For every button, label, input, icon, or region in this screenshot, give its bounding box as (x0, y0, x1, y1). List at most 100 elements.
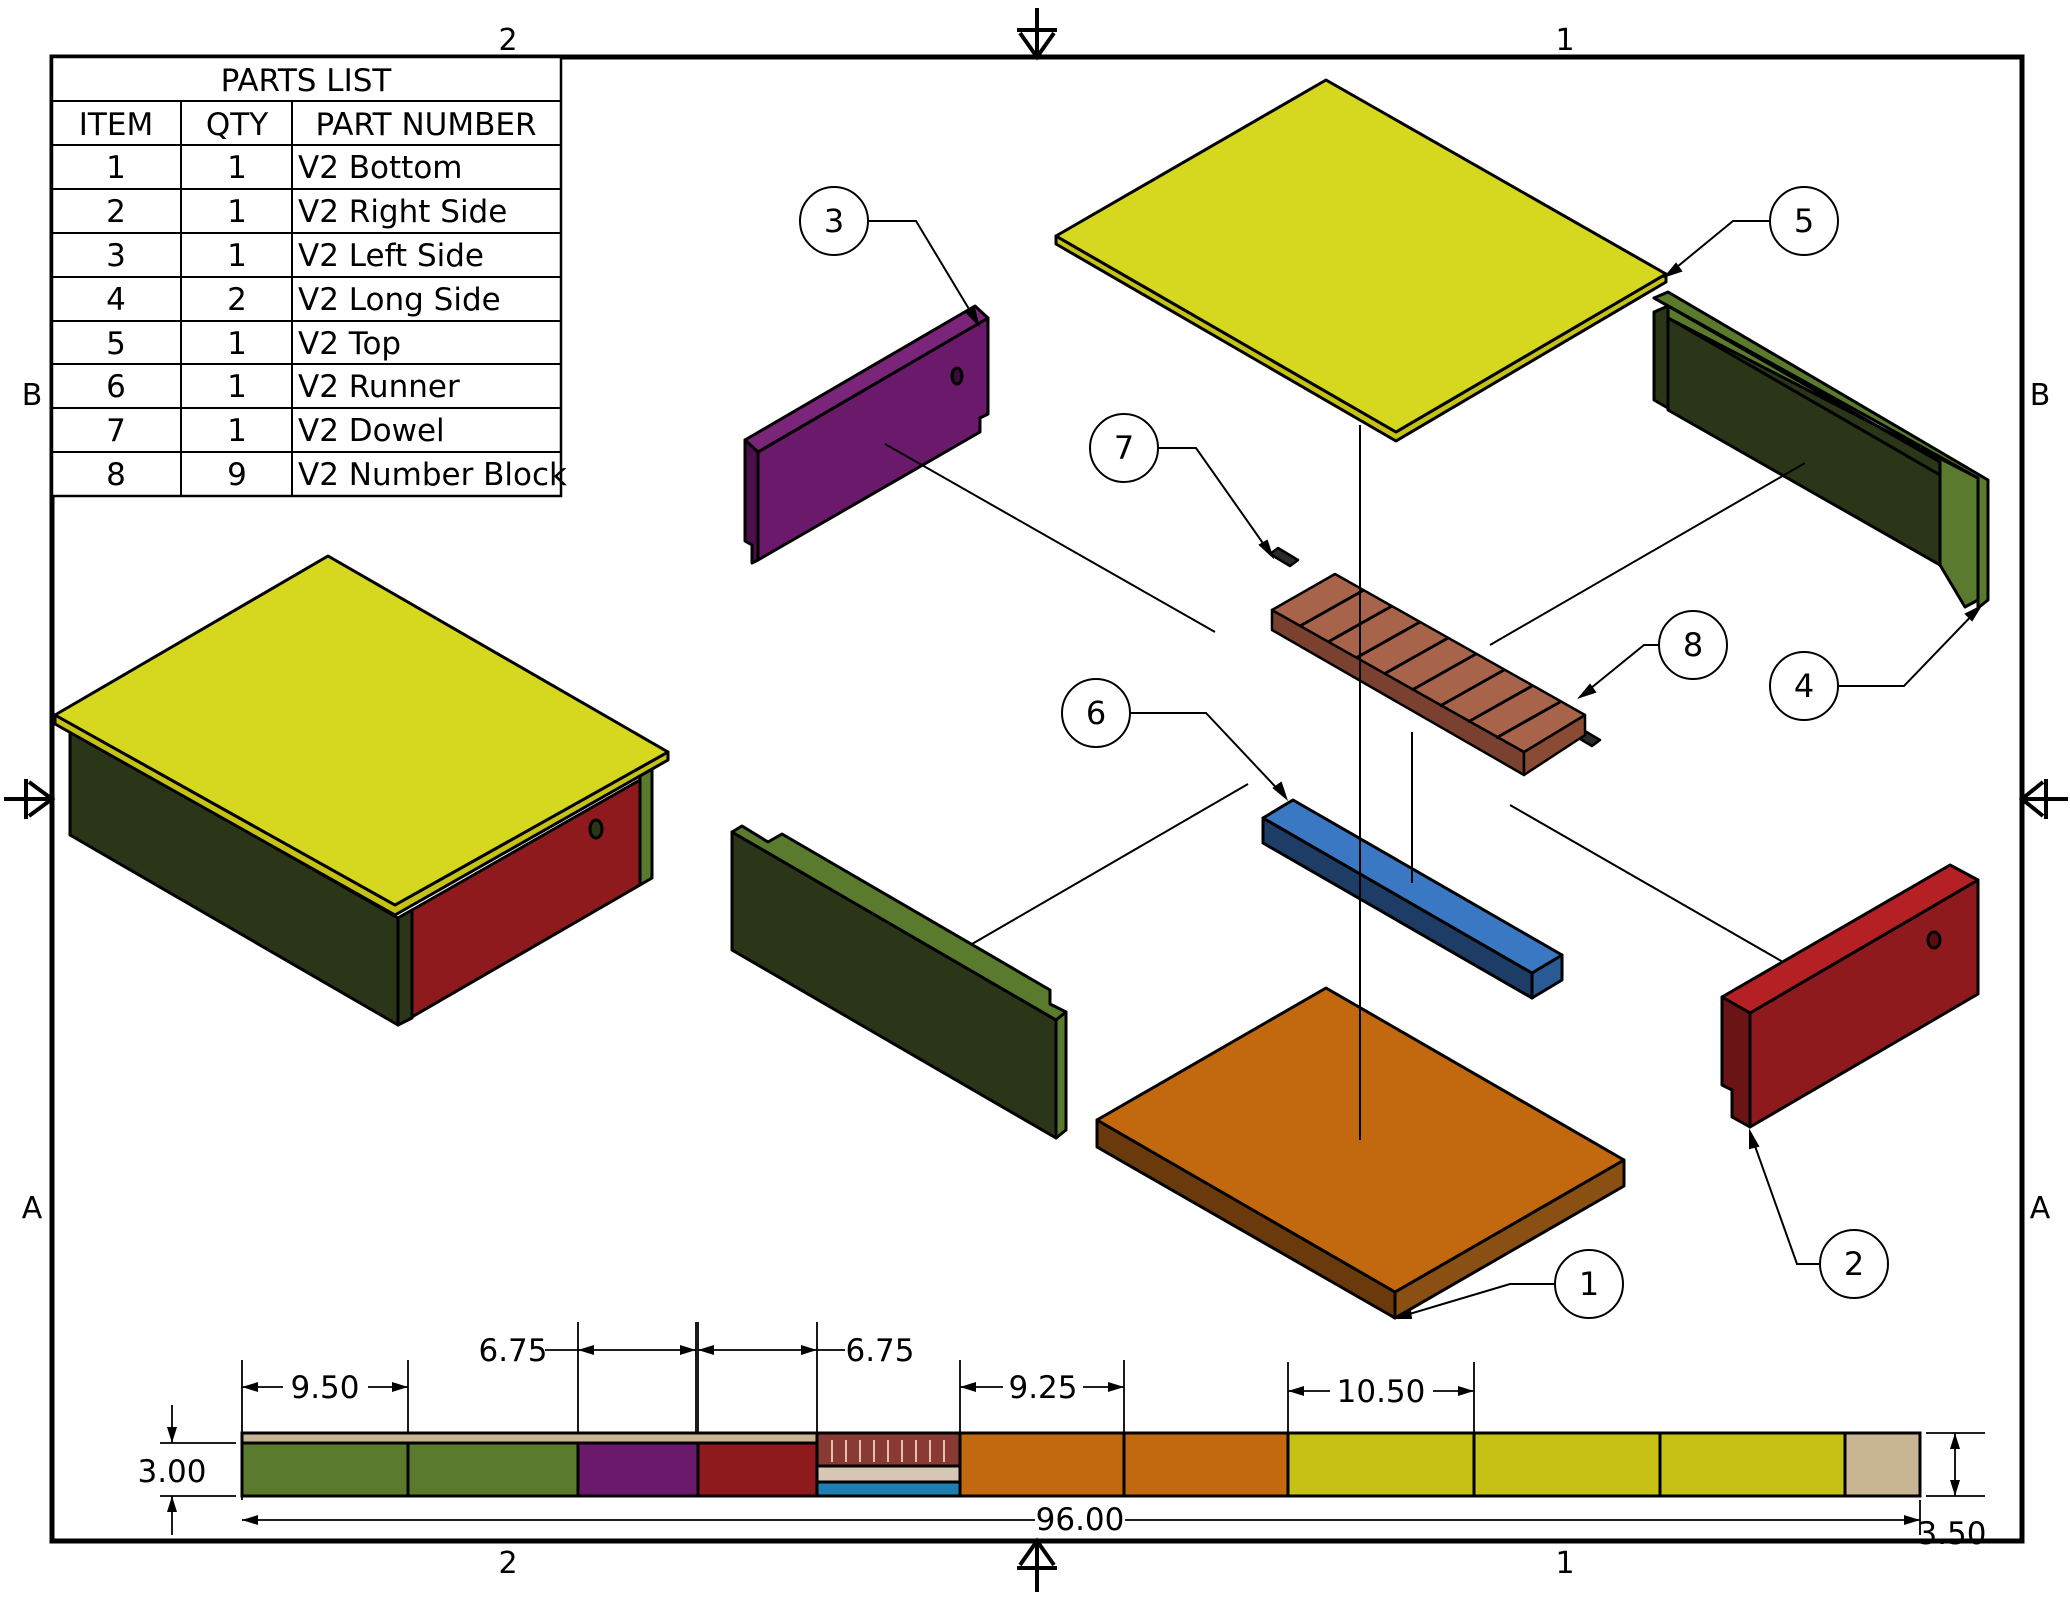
cut-long-side-1 (240, 1441, 410, 1498)
drawing-frame: 2 1 2 1 B A B A (4, 8, 2068, 1592)
dim-label-6-75-right: 6.75 (845, 1333, 914, 1369)
leader-6 (1130, 712, 1287, 799)
header-part-number: PART NUMBER (315, 107, 536, 143)
right-side-end (1720, 995, 1752, 1129)
zone-label-top-left: 2 (498, 23, 517, 58)
zone-label-right-lower: A (2030, 1191, 2051, 1226)
dim-label-9-25: 9.25 (1008, 1370, 1077, 1406)
balloon-7: 7 (1114, 429, 1134, 467)
left-side-dowel-hole (950, 366, 964, 386)
dim-label-overall-length: 96.00 (1036, 1502, 1125, 1538)
assembled-box-view (53, 554, 670, 1027)
assembled-end-edge (638, 763, 654, 887)
number-block-cuts (831, 1440, 945, 1462)
runner-side (1261, 816, 1534, 1000)
part-right-side (1720, 863, 1980, 1129)
table-row: 3 1 V2 Left Side (106, 238, 484, 274)
row-item: 3 (106, 238, 126, 274)
header-qty: QTY (206, 107, 268, 143)
cut-spacer (815, 1464, 962, 1484)
row-qty: 1 (227, 369, 247, 405)
table-grid (52, 100, 561, 496)
balloon-6-circle (1061, 678, 1131, 748)
cut-right-side (696, 1441, 819, 1498)
part-long-side-lower (730, 824, 1068, 1140)
zone-label-right-upper: B (2030, 378, 2051, 413)
row-part: V2 Right Side (298, 194, 507, 230)
cut-bottom-1 (958, 1431, 1126, 1498)
zone-label-top-right: 1 (1555, 23, 1574, 58)
balloon-2-circle (1819, 1229, 1889, 1299)
cut-left-side (576, 1441, 700, 1498)
row-item: 4 (106, 282, 126, 318)
row-qty: 1 (227, 413, 247, 449)
zone-label-left-upper: B (22, 378, 43, 413)
row-item: 8 (106, 457, 126, 493)
top-face (1054, 78, 1668, 434)
part-long-side-upper (1652, 290, 1990, 610)
dim-label-9-50: 9.50 (290, 1370, 359, 1406)
explode-trail-lines (884, 425, 1806, 1140)
balloon-1-circle (1554, 1249, 1624, 1319)
dimension-labels: 9.50 6.75 6.75 9.25 10.50 96.00 3.00 3.5… (137, 1333, 1986, 1552)
cut-top-2 (1472, 1431, 1662, 1498)
balloon-4: 4 (1794, 667, 1814, 705)
centering-mark-top (1017, 8, 1057, 61)
dim-label-6-75-left: 6.75 (478, 1333, 547, 1369)
balloon-2: 2 (1844, 1245, 1864, 1283)
row-qty: 2 (227, 282, 247, 318)
leader-7 (1158, 447, 1273, 557)
table-row: 8 9 V2 Number Block (106, 457, 567, 493)
row-part: V2 Bottom (298, 150, 463, 186)
leader-2 (1749, 1131, 1820, 1265)
row-item: 7 (106, 413, 126, 449)
balloon-7-circle (1089, 413, 1159, 483)
part-number-block-assembly (1268, 546, 1602, 777)
row-part: V2 Runner (298, 369, 460, 405)
balloon-3: 3 (824, 202, 844, 240)
table-row: 1 1 V2 Bottom (106, 150, 462, 186)
leader-8 (1579, 644, 1659, 698)
centering-mark-left (4, 779, 56, 819)
balloon-labels: 3 5 7 8 4 6 2 1 (824, 202, 1864, 1303)
block-dividers (1299, 588, 1561, 740)
parts-list-title: PARTS LIST (221, 63, 393, 99)
leader-3 (868, 220, 979, 325)
cut-long-side-2 (406, 1441, 580, 1498)
row-qty: 1 (227, 326, 247, 362)
centering-mark-right (2018, 779, 2068, 819)
assembled-front-edge (396, 908, 414, 1027)
balloon-8-circle (1658, 610, 1728, 680)
dowel-left-end (1268, 546, 1300, 568)
part-top (1054, 78, 1668, 443)
balloon-8: 8 (1683, 626, 1703, 664)
row-part: V2 Long Side (298, 282, 501, 318)
row-qty: 9 (227, 457, 247, 493)
dim-label-10-50: 10.50 (1337, 1374, 1426, 1410)
leader-1 (1395, 1283, 1555, 1319)
balloon-5: 5 (1794, 202, 1814, 240)
runner-top (1261, 798, 1564, 975)
table-row: 2 1 V2 Right Side (106, 194, 507, 230)
right-side-dowel-hole (1926, 930, 1942, 950)
zone-label-bottom-right: 1 (1555, 1546, 1574, 1581)
part-runner (1261, 798, 1564, 1000)
assembled-lid-top (53, 554, 670, 907)
row-item: 2 (106, 194, 126, 230)
balloon-4-circle (1769, 651, 1839, 721)
row-qty: 1 (227, 194, 247, 230)
dim-label-height-left: 3.00 (137, 1454, 206, 1490)
cut-offcut (1843, 1431, 1922, 1498)
cut-top-1 (1286, 1431, 1476, 1498)
header-item: ITEM (79, 107, 153, 143)
balloon-1: 1 (1579, 1265, 1599, 1303)
table-row: 5 1 V2 Top (106, 326, 401, 362)
zone-label-left-lower: A (22, 1191, 43, 1226)
balloon-5-circle (1769, 186, 1839, 256)
row-part: V2 Left Side (298, 238, 484, 274)
leader-5 (1665, 220, 1770, 277)
leader-4 (1838, 606, 1981, 687)
assembled-dowel-hole (588, 818, 604, 840)
balloon-6: 6 (1086, 694, 1106, 732)
